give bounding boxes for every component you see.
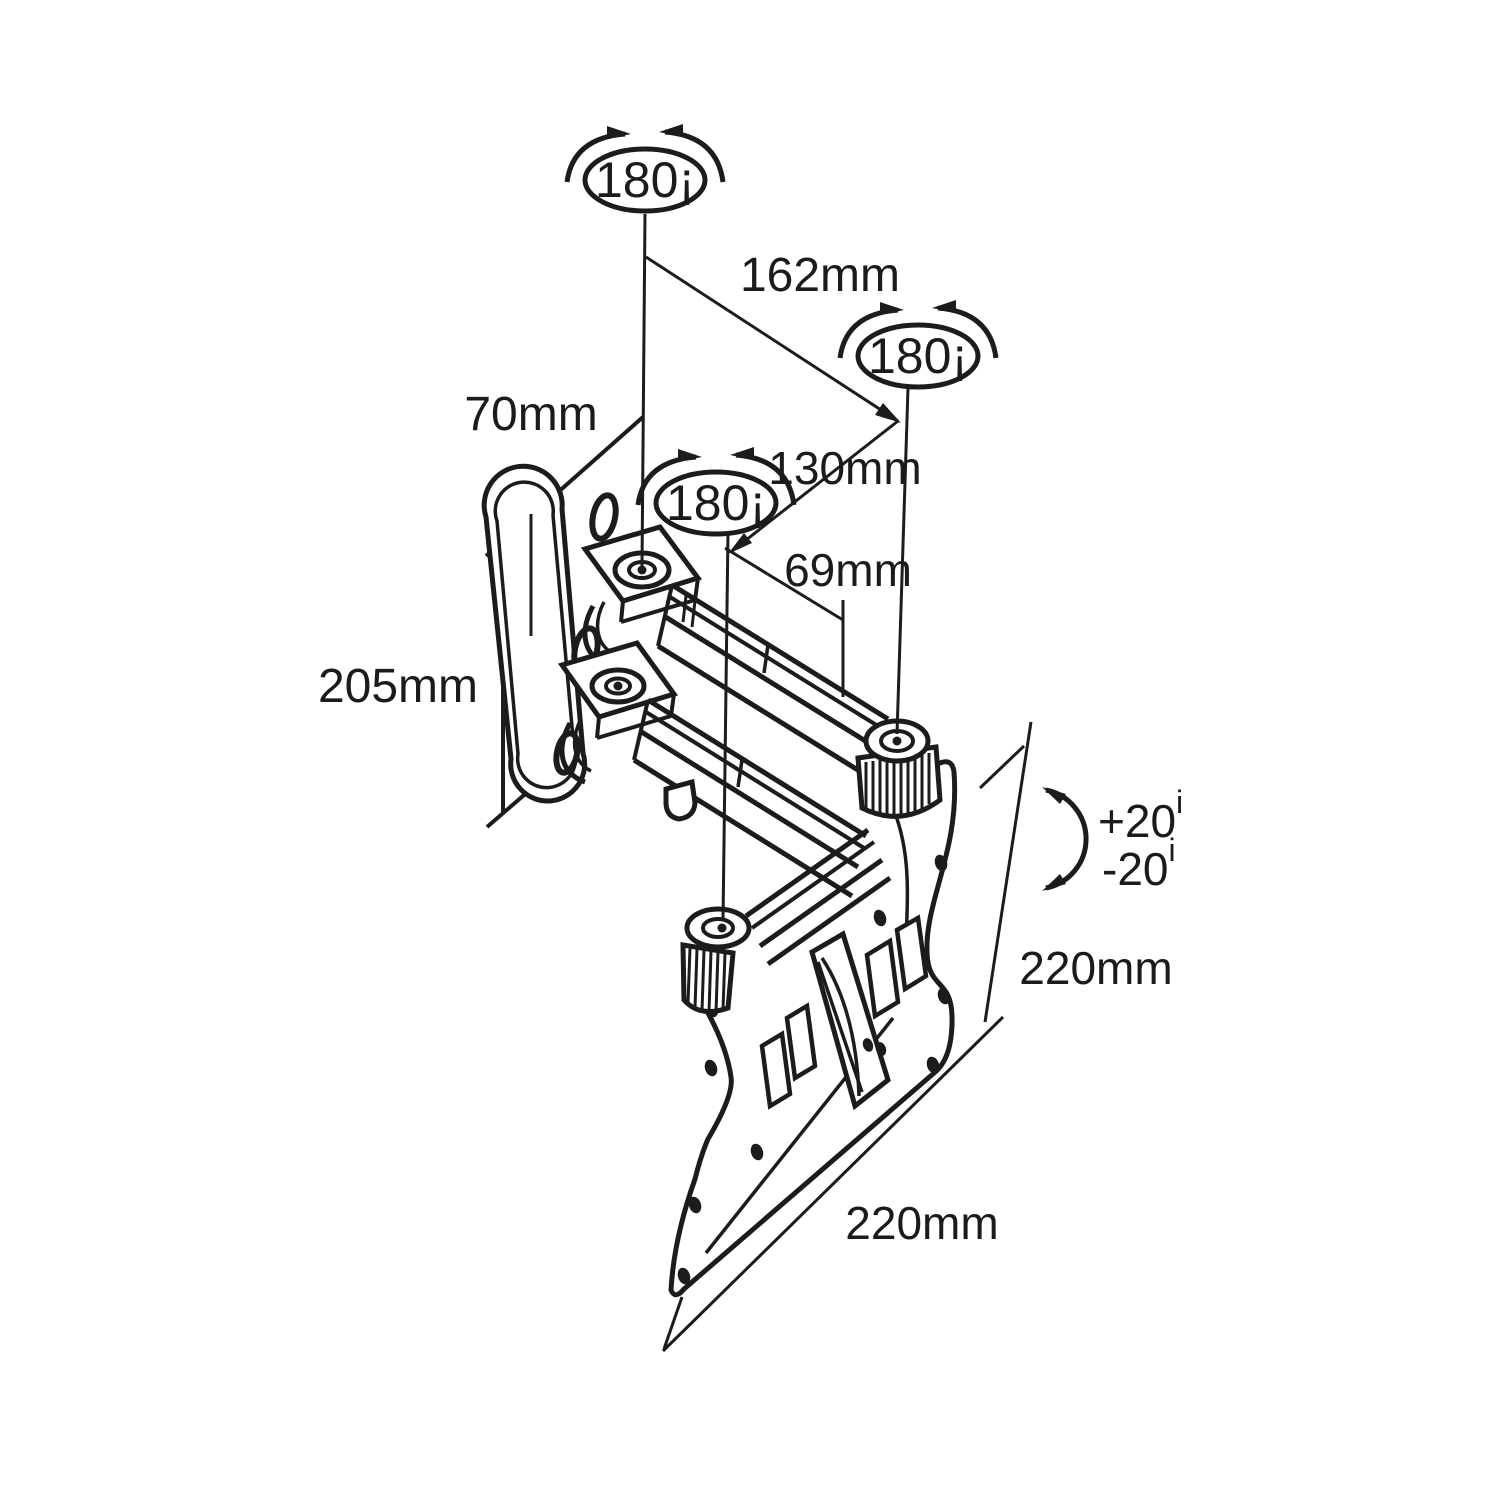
dim-205mm-label: 205mm [318,660,478,713]
tilt-arrow-down-icon [1042,874,1066,891]
swivel-middle-label: 180¡ [666,475,766,531]
dim-220mm-height-label: 220mm [1019,942,1172,994]
lower-wall-hinge [557,640,679,785]
dimension-220mm-width [661,1015,1005,1353]
dimension-162mm [645,255,901,423]
dim-130mm-label: 130mm [768,442,921,494]
elbow-pivot [892,736,902,746]
dimension-lines [529,213,1033,1353]
dimension-69mm [724,546,845,697]
upper-arm [656,582,890,783]
lower-arm [632,697,868,899]
arrowhead-icon [875,403,901,423]
rotate-arrow-icon [730,447,754,460]
dim-70mm-label: 70mm [464,388,597,441]
leader-top-swivel [640,213,647,567]
leader-middle-swivel [721,530,730,922]
rotate-arrow-icon [607,126,631,139]
swivel-badge-top: 180¡ [564,124,726,214]
dimension-130mm [728,419,899,554]
rotate-arrow-icon [659,124,683,137]
dim-162mm-label: 162mm [740,249,900,302]
rotate-arrow-icon [880,302,904,315]
tilt-arrow-up-icon [1042,787,1066,804]
swivel-badge-middle: 180¡ [635,447,797,537]
vesa-slot [759,1030,793,1110]
forearm-link [744,827,892,967]
upper-hinge-pivot [637,565,647,575]
swivel-top-label: 180¡ [595,152,695,208]
head-joint [680,906,752,1015]
dim-69mm-label: 69mm [784,544,912,596]
rotate-arrow-icon [678,449,702,462]
rotate-arrow-icon [932,300,956,313]
vesa-slot [784,1002,818,1082]
dimension-220mm-height [978,721,1033,1023]
head-pivot [717,923,727,933]
vesa-slot [894,914,929,993]
lower-hinge-pivot [613,681,623,691]
vesa-slot [864,937,901,1020]
swivel-badge-right: 180¡ [837,300,999,390]
wall-plate-slot-top [589,492,619,542]
leader-right-swivel [895,387,910,735]
elbow-joint [855,718,943,819]
dim-220mm-width-label: 220mm [845,1197,998,1249]
arrowhead-icon [728,533,752,554]
tilt-up-label: +20i [1098,784,1183,847]
upper-wall-hinge [580,524,703,668]
cable-clip-tab [663,778,698,822]
swivel-right-label: 180¡ [868,328,968,384]
vesa-plate [668,759,958,1298]
tilt-down-label: -20i [1102,832,1176,895]
tilt-indicator [1042,787,1089,891]
